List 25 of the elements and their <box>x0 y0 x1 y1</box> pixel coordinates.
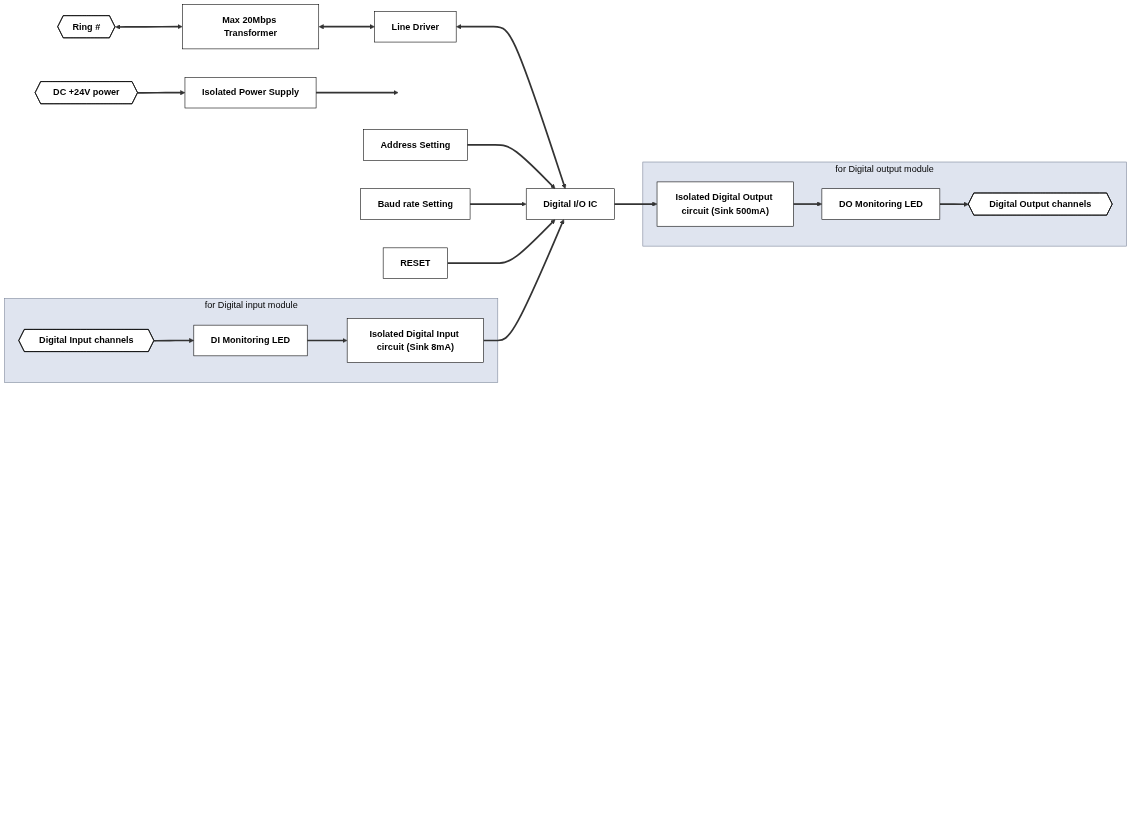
arrow <box>482 219 565 342</box>
arrow <box>792 201 823 207</box>
arrow <box>306 338 348 343</box>
node-box: RESET <box>382 247 448 279</box>
arrow <box>469 201 527 207</box>
node-box: Digital I/O IC <box>525 188 615 220</box>
arrow <box>315 90 399 96</box>
node-box: DI Monitoring LED <box>193 324 308 357</box>
node-box: Max 20Mbps Transformer <box>182 4 320 50</box>
arrow <box>136 90 186 96</box>
node-box: Baud rate Setting <box>360 188 471 220</box>
arrow <box>456 24 567 189</box>
arrow <box>613 201 658 207</box>
arrow <box>466 144 556 189</box>
arrow <box>318 24 375 30</box>
arrow <box>115 24 183 30</box>
node-box: Line Driver <box>374 11 457 43</box>
node-box: Isolated Digital Input circuit (Sink 8mA) <box>346 318 484 363</box>
node-box: Address Setting <box>363 129 468 161</box>
node-box: Isolated Digital Output circuit (Sink 500mA) <box>656 181 794 227</box>
node-box: DO Monitoring LED <box>821 188 941 220</box>
arrow <box>153 338 195 343</box>
arrow <box>446 219 556 265</box>
arrow <box>939 201 969 207</box>
node-box: Isolated Power Supply <box>184 77 317 109</box>
